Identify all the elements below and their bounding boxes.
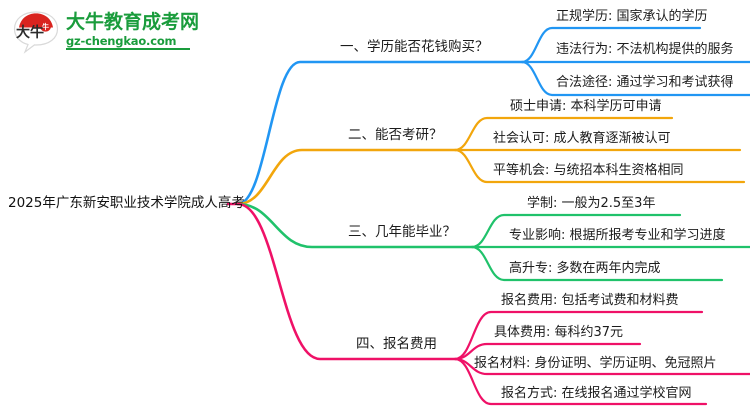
leaf-node-3-1[interactable]: 学制: 一般为2.5至3年 [527,196,656,211]
leaf-node-1-1[interactable]: 正规学历: 国家承认的学历 [556,9,708,24]
leaf-node-3-3[interactable]: 高升专: 多数在两年内完成 [509,261,661,276]
leaf-node-1-2[interactable]: 违法行为: 不法机构提供的服务 [556,42,734,57]
leaf-node-2-2[interactable]: 社会认可: 成人教育逐渐被认可 [493,131,671,146]
leaf-node-4-4[interactable]: 报名方式: 在线报名通过学校官网 [501,386,692,401]
logo-mark-icon: 牛 大牛 [13,11,59,54]
logo-underline [66,48,190,50]
branch-node-2[interactable]: 二、能否考研？ [348,127,443,143]
leaf-node-2-3[interactable]: 平等机会: 与统招本科生资格相同 [493,163,684,178]
branch-node-1[interactable]: 一、学历能否花钱购买？ [340,39,489,55]
leaf-node-4-3[interactable]: 报名材料: 身份证明、学历证明、免冠照片 [474,356,717,371]
branch-node-4[interactable]: 四、报名费用 [356,336,437,352]
leaf-node-2-1[interactable]: 硕士申请: 本科学历可申请 [510,99,662,114]
svg-text:牛: 牛 [42,22,49,31]
branch-node-3[interactable]: 三、几年能毕业？ [348,224,456,240]
leaf-node-4-2[interactable]: 具体费用: 每科约37元 [494,325,624,340]
leaf-node-1-3[interactable]: 合法途径: 通过学习和考试获得 [556,75,734,90]
branch-2-trunk [236,148,457,206]
logo-name-en: gz-chengkao.com [66,34,177,48]
root-node-label[interactable]: 2025年广东新安职业技术学院成人高考 [8,195,245,211]
leaf-node-3-2[interactable]: 专业影响: 根据所报考专业和学习进度 [509,228,726,243]
logo-wordmark: 大牛教育成考网 gz-chengkao.com [66,11,200,50]
svg-text:大牛: 大牛 [16,24,44,41]
logo-name-cn: 大牛教育成考网 [66,11,200,33]
leaf-node-4-1[interactable]: 报名费用: 包括考试费和材料费 [501,293,679,308]
site-logo[interactable]: 牛 大牛 大牛教育成考网 gz-chengkao.com [12,8,200,58]
